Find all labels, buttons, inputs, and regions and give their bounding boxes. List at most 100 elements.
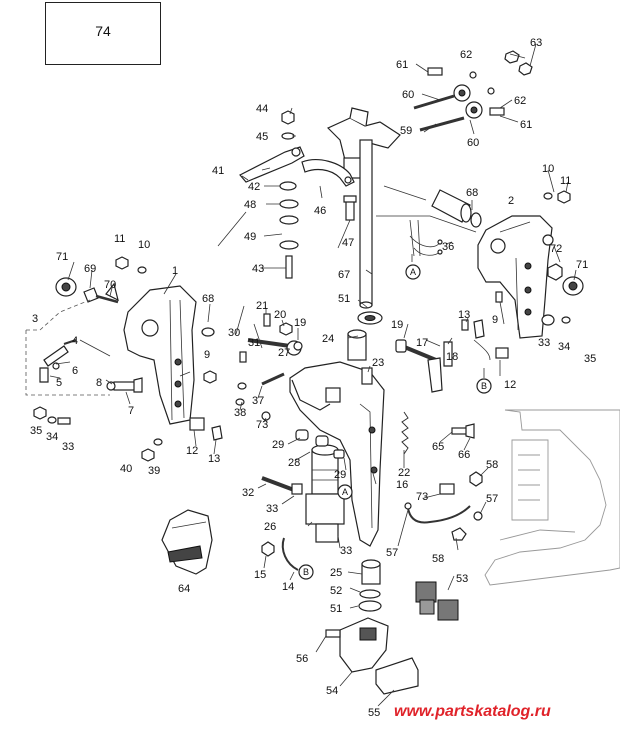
washers-39-40: [141, 438, 163, 462]
callout-49: 49: [244, 231, 256, 243]
pin-assembly-60: [413, 50, 533, 132]
callout-33: 33: [538, 337, 550, 349]
callout-1: 1: [172, 265, 178, 277]
callout-8: 8: [96, 377, 102, 389]
callout-34: 34: [558, 341, 570, 353]
callout-71: 71: [56, 251, 68, 263]
callout-54: 54: [326, 685, 338, 697]
stern-bracket-left-1: [123, 285, 197, 425]
callout-51: 51: [330, 603, 342, 615]
callout-15: 15: [254, 569, 266, 581]
callout-29: 29: [272, 439, 284, 451]
callout-47: 47: [342, 237, 354, 249]
callout-4: 4: [72, 335, 78, 347]
rod-32: [261, 476, 303, 495]
bracket-12-left: [189, 417, 223, 441]
callout-45: 45: [256, 131, 268, 143]
bushing-25: [357, 311, 383, 612]
callout-58: 58: [432, 553, 444, 565]
callout-21: 21: [256, 300, 268, 312]
callout-46: 46: [314, 205, 326, 217]
callout-53: 53: [456, 573, 468, 585]
callout-24: 24: [322, 333, 334, 345]
connector-b-lower: [298, 564, 314, 580]
callout-33: 33: [62, 441, 74, 453]
callout-43: 43: [252, 263, 264, 275]
clamp-screw-69: [55, 277, 119, 304]
callout-51: 51: [338, 293, 350, 305]
steering-arm-41: [239, 146, 305, 183]
callout-19: 19: [391, 319, 403, 331]
callout-67: 67: [338, 269, 350, 281]
callout-11: 11: [560, 175, 571, 187]
callout-12: 12: [504, 379, 516, 391]
bolt-7: [106, 377, 143, 393]
callout-72: 72: [550, 243, 562, 255]
callout-66: 66: [458, 449, 470, 461]
callout-7: 7: [128, 405, 134, 417]
callout-35: 35: [30, 425, 42, 437]
callout-41: 41: [212, 165, 224, 177]
callout-68: 68: [202, 293, 214, 305]
bolt-65: [451, 423, 475, 439]
callout-30: 30: [228, 327, 240, 339]
callout-52: 52: [330, 585, 342, 597]
watermark: www.partskatalog.ru: [394, 703, 551, 720]
callout-9: 9: [492, 314, 498, 326]
callout-26: 26: [264, 521, 276, 533]
reference-box-label: 74: [95, 23, 111, 39]
tilt-lock-group-3: [25, 299, 110, 396]
connector-markers: A B A B: [298, 264, 492, 580]
lock-clip-12: [473, 319, 509, 361]
callout-22: 22: [398, 467, 410, 479]
callout-39: 39: [148, 465, 160, 477]
spring-22: [401, 411, 409, 455]
callout-13: 13: [208, 453, 220, 465]
callout-10: 10: [542, 163, 554, 175]
callout-71: 71: [576, 259, 588, 271]
callout-59: 59: [400, 125, 412, 137]
callout-61: 61: [520, 119, 532, 131]
callout-6: 6: [72, 365, 78, 377]
callout-12: 12: [186, 445, 198, 457]
connector-a-lower-label: A: [342, 487, 348, 497]
callout-36: 36: [442, 241, 454, 253]
connector-b-right-label: B: [481, 381, 487, 391]
connector-a-upper: [405, 264, 421, 280]
callout-57: 57: [486, 493, 498, 505]
callout-19: 19: [294, 317, 306, 329]
callout-31: 31: [248, 337, 260, 349]
callout-labels: 63 62 61 60 62 59 61 60 44 45 41 42 48 4…: [30, 37, 596, 719]
callout-10: 10: [138, 239, 150, 251]
callout-34: 34: [46, 431, 58, 443]
callout-5: 5: [56, 377, 62, 389]
callout-32: 32: [242, 487, 254, 499]
callout-37: 37: [252, 395, 264, 407]
bushing-24: [347, 329, 373, 385]
callout-9: 9: [204, 349, 210, 361]
steering-link-46: [301, 159, 355, 187]
callout-11: 11: [114, 233, 125, 245]
fasteners-left-33-35: [33, 406, 71, 425]
steering-shaft-67: [359, 139, 373, 309]
connector-b-right: [476, 378, 492, 394]
callout-20: 20: [274, 309, 286, 321]
callout-42: 42: [248, 181, 260, 193]
callout-33: 33: [266, 503, 278, 515]
callout-13: 13: [458, 309, 470, 321]
reference-box: 74: [45, 2, 161, 65]
callout-35: 35: [584, 353, 596, 365]
pins-29: [295, 429, 345, 459]
bolt-47: [343, 195, 357, 221]
tilt-tube-68: [431, 189, 482, 228]
callout-68: 68: [466, 187, 478, 199]
callout-61: 61: [396, 59, 408, 71]
callout-65: 65: [432, 441, 444, 453]
rod-37: [235, 372, 285, 421]
callout-56: 56: [296, 653, 308, 665]
connector-a-lower: [337, 484, 353, 500]
small-fasteners-misc: [115, 190, 571, 384]
stern-bracket-right-2: [477, 215, 554, 339]
